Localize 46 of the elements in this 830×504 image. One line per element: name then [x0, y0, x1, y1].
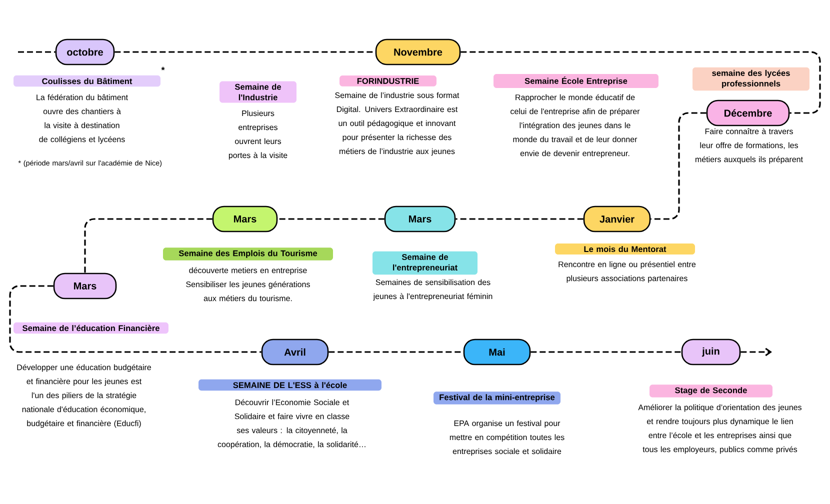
description-text: Développer une éducation budgétaire et financière pour les jeunes est l'un des piliers de la stratégie nationale d'éducation économique, budgétaire et financière (Educfi): [17, 364, 151, 428]
event-heading: Semaine des Emplois du Tourisme: [163, 248, 333, 260]
event-heading: Festival de la mini-entreprise: [434, 392, 560, 404]
timeline-connector: [530, 351, 682, 353]
description-text: découverte metiers en entreprise Sensibiliser les jeunes générations aux métiers du tourisme.: [186, 267, 310, 302]
timeline-connector: [9, 285, 262, 353]
description-text: Semaine de l’industrie sous format Digital. Univers Extraordinaire est un outil pédagogique et innovant pour présenter la richesse des métiers de l’industrie aux jeunes: [335, 92, 460, 156]
description-text: Rapprocher le monde éducatif de celui de l'entreprise afin de préparer l'intégration des jeunes dans le monde du travail et de leur donner envie de devenir entrepreneur.: [510, 94, 640, 158]
timeline-connector: [456, 218, 584, 220]
month-pill: Mars: [212, 206, 278, 232]
timeline-connector: [460, 51, 821, 114]
event-heading: Semaine de l'entrepreneuriat: [372, 251, 478, 275]
month-pill: Décembre: [706, 100, 790, 126]
month-pill: octobre: [55, 38, 115, 66]
month-pill: Mars: [384, 206, 456, 232]
event-heading: Coulisses du Bâtiment: [14, 75, 160, 87]
month-pill: Janvier: [583, 206, 651, 232]
description-text: Faire connaître à travers leur offre de formations, les métiers auxquels ils préparent: [696, 128, 803, 164]
month-pill: Novembre: [375, 38, 461, 66]
event-heading: Stage de Seconde: [650, 384, 772, 398]
description-text: Plusieurs entreprises ouvrent leurs portes à la visite: [228, 110, 288, 160]
description-text: EPA organise un festival pour mettre en compétition toutes les entreprises sociale et solidaire: [450, 420, 564, 456]
description-text: La fédération du bâtiment ouvre des chantiers à la visite à destination de collégiens et lycéens: [36, 94, 128, 144]
timeline-connector: [84, 218, 212, 273]
month-pill: Mars: [53, 272, 117, 300]
timeline-connector: [328, 351, 464, 353]
month-pill: Mai: [463, 338, 531, 366]
timeline-connector: [650, 112, 706, 220]
event-heading: Semaine de l'Industrie: [220, 81, 296, 103]
description-text: Semaines de sensibilisation des jeunes à l'entrepreneuriat féminin: [373, 279, 492, 301]
description-text: Rencontre en ligne ou présentiel entre plusieurs associations partenaires: [558, 261, 696, 283]
timeline-connector: [114, 51, 376, 53]
month-pill: juin: [681, 338, 741, 366]
description-text: Améliorer la politique d’orientation des jeunes et rendre toujours plus dynamique le lien entre l’école et les entreprises ainsi que tous les employeurs, publics comme privés: [638, 404, 802, 454]
event-heading: Semaine École Entreprise: [494, 74, 658, 88]
event-heading: Semaine de l’éducation Financière: [14, 322, 168, 334]
event-heading: FORINDUSTRIE: [340, 76, 436, 86]
timeline-connector: [740, 348, 772, 356]
event-heading: Le mois du Mentorat: [555, 243, 695, 255]
timeline-connector: [278, 218, 384, 220]
month-pill: Avril: [261, 338, 329, 366]
event-heading: semaine des lycées professionnels: [692, 67, 810, 91]
footnote-mark: *: [161, 66, 165, 70]
timeline-connector: [18, 51, 56, 53]
description-text: Découvrir l’Economie Sociale et Solidaire et faire vivre en classe ses valeurs : la citoyenneté, la coopération, la démocratie, la solidarité…: [218, 399, 366, 449]
event-heading: SEMAINE DE L'ESS à l'école: [198, 379, 382, 391]
